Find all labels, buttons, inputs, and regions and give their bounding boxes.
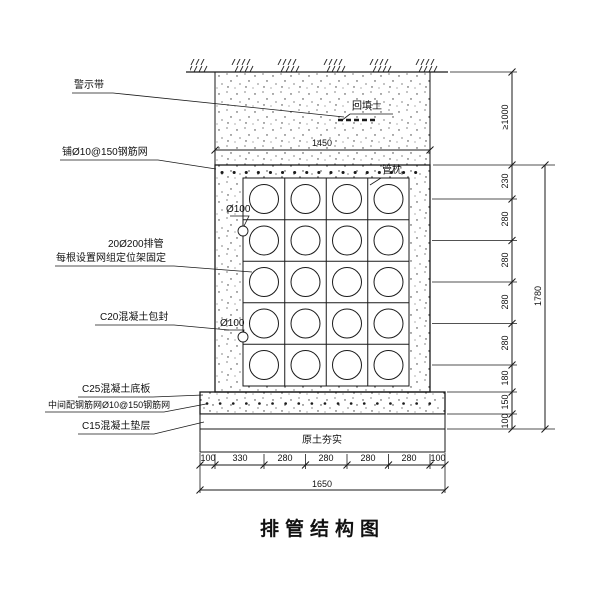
dim-ticks-bottom-total <box>196 486 449 494</box>
pipe-circle <box>332 267 362 297</box>
dim-extensions-right <box>432 71 555 430</box>
pipe-frame-grid <box>243 178 409 386</box>
top-mesh-leader <box>60 159 217 170</box>
dim-bottom-seg-4: 280 <box>360 453 376 463</box>
drawing-title: 排管结构图 <box>259 519 385 540</box>
pipe-circle <box>290 184 321 214</box>
mid-mesh-leader <box>45 403 207 413</box>
dim-right-total: 1780 <box>533 285 543 307</box>
pipe-circle <box>373 225 404 256</box>
dim-right-seg-3: 280 <box>500 294 510 310</box>
dim-bottom-seg-1: 330 <box>232 453 248 463</box>
pipe-circle <box>249 350 279 380</box>
pipe-circle <box>332 350 362 380</box>
base-slab-label: C25混凝土底板 <box>82 384 151 395</box>
cushion-leader <box>78 421 205 435</box>
dim-bottom-seg-3: 280 <box>318 453 334 463</box>
dim-right-seg-7: 100 <box>500 413 510 429</box>
encasement-leader <box>95 324 230 331</box>
small-pipe-circle <box>237 331 249 343</box>
base-slab <box>199 391 446 415</box>
pipe-circle <box>373 184 404 214</box>
pipe-pillow-leader <box>369 177 406 186</box>
pipe-circle <box>249 308 279 339</box>
top-mesh-label: 铺Ø10@150钢筋网 <box>62 147 148 158</box>
small-pipe-circle <box>237 225 249 237</box>
pipe-fixing-label: 每根设置网组定位架固定 <box>56 253 166 264</box>
pipe-circle <box>249 225 279 256</box>
pipe-circle <box>332 225 362 256</box>
pipe-dia-label-1: Ø100 <box>226 204 251 215</box>
pipe-circle <box>332 184 362 214</box>
ground-hatch <box>190 59 440 72</box>
pipe-spec-leader <box>55 265 253 273</box>
base-slab-leader <box>78 394 204 398</box>
dim-bottom-seg-0: 100 <box>200 453 216 463</box>
backfill-label: 回填土 <box>352 101 382 112</box>
pipe-pillow-label: 管枕 <box>382 165 402 176</box>
pipe-circle <box>373 350 404 380</box>
dim-bottom-seg-2: 280 <box>277 453 293 463</box>
backfill-area <box>215 72 430 165</box>
pipe-spec-label: 20Ø200排管 <box>108 239 164 250</box>
pipe-circle <box>373 308 404 339</box>
backfill-leader <box>340 113 393 122</box>
dim-extensions-bottom <box>199 453 446 493</box>
dim-ticks-top <box>211 146 434 154</box>
dim-ticks-right <box>508 68 516 433</box>
compacted-soil-label: 原土夯实 <box>302 435 342 446</box>
pipe-dia-leader-1 <box>230 215 250 227</box>
dim-bottom-seg-6: 100 <box>430 453 446 463</box>
pipe-circle <box>290 267 321 297</box>
pipe-circle <box>373 267 404 297</box>
encasement-label: C20混凝土包封 <box>100 312 169 323</box>
subsoil-layer <box>199 428 446 453</box>
pipe-circle <box>249 267 279 297</box>
dim-ticks-right-total <box>541 161 549 433</box>
dim-bottom-seg-5: 280 <box>401 453 417 463</box>
cushion-label: C15混凝土垫层 <box>82 421 151 432</box>
pipe-circle <box>332 308 362 339</box>
dim-bottom-total: 1650 <box>311 479 333 489</box>
dim-right-seg-1: 280 <box>500 211 510 227</box>
pipe-dia-leader-2 <box>224 329 245 333</box>
dim-ticks-bottom <box>196 461 449 469</box>
pipe-circle <box>290 308 321 339</box>
pipe-dia-label-2: Ø100 <box>220 318 245 329</box>
mid-mesh-label: 中间配钢筋网Ø10@150钢筋网 <box>48 400 171 410</box>
dim-top-width: 1450 <box>311 138 333 148</box>
warning-tape-label: 警示带 <box>74 80 104 91</box>
pipe-group <box>249 184 404 380</box>
pipe-circle <box>290 350 321 380</box>
dim-right-min-cover: ≥1000 <box>500 104 510 130</box>
pipe-circle <box>290 225 321 256</box>
dim-right-seg-2: 280 <box>500 252 510 268</box>
cushion-layer <box>199 413 446 430</box>
pipe-circle <box>249 184 279 214</box>
warning-tape-leader <box>72 92 345 118</box>
